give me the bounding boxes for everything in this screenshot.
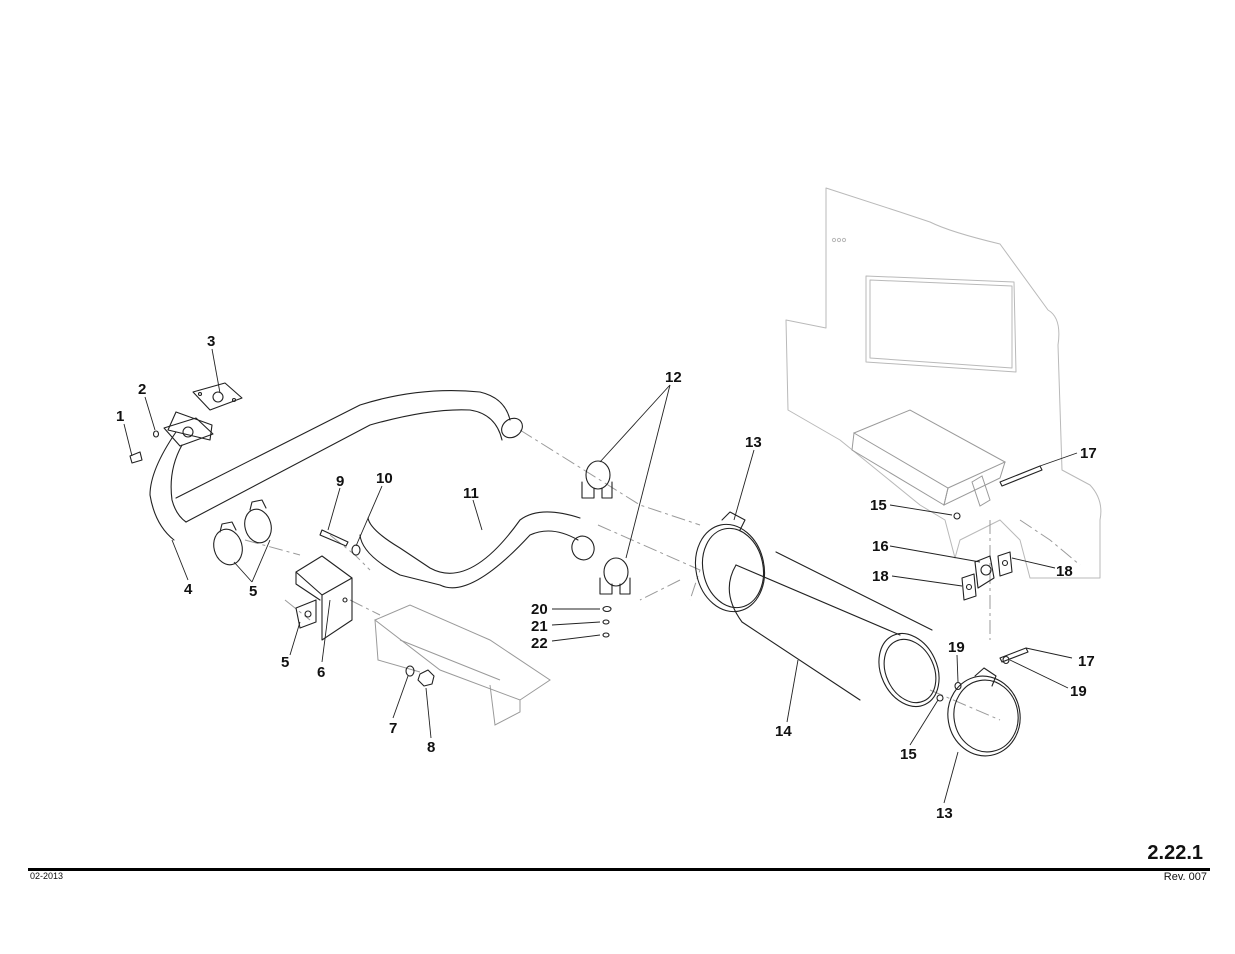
flange-washer xyxy=(152,430,160,438)
revision-date: 02-2013 xyxy=(30,871,64,881)
callout-19a: 19 xyxy=(948,639,965,656)
callout-17a: 17 xyxy=(1080,445,1097,462)
callout-13b: 13 xyxy=(936,805,953,822)
pipe-clamps xyxy=(213,499,272,566)
hex-nut xyxy=(417,669,435,687)
mount-base-bracket xyxy=(374,604,551,726)
assembly-centerlines xyxy=(244,429,1081,721)
bracket-washer xyxy=(351,544,361,556)
cap-screw xyxy=(999,465,1043,663)
callout-21: 21 xyxy=(531,618,548,635)
callout-1: 1 xyxy=(116,408,124,425)
callout-9: 9 xyxy=(336,473,344,490)
connecting-pipe xyxy=(359,511,595,589)
callout-4: 4 xyxy=(184,581,193,598)
leader-lines xyxy=(123,348,1078,804)
lock-washer xyxy=(405,665,415,677)
bracket-bolt xyxy=(319,529,349,547)
nut xyxy=(936,512,961,702)
callout-15a: 15 xyxy=(870,497,887,514)
callout-labels: 1 2 3 4 5 5 6 7 8 9 10 11 12 13 13 14 15… xyxy=(116,333,1097,822)
cab-panel-outline xyxy=(785,187,1102,579)
callout-12: 12 xyxy=(665,369,682,386)
flange-gasket xyxy=(192,382,243,411)
callout-15b: 15 xyxy=(900,746,917,763)
isolator-bracket xyxy=(961,551,1013,601)
footer-rule xyxy=(28,868,1210,871)
callout-20: 20 xyxy=(531,601,548,618)
callout-18a: 18 xyxy=(872,568,889,585)
callout-17b: 17 xyxy=(1078,653,1095,670)
callout-19b: 19 xyxy=(1070,683,1087,700)
callout-5a: 5 xyxy=(249,583,257,600)
callout-7: 7 xyxy=(389,720,397,737)
rubber-isolator xyxy=(974,555,995,589)
muffler-band-clamp-upper xyxy=(694,511,766,613)
flange-bolt xyxy=(129,451,143,464)
muffler-bracket xyxy=(295,555,353,641)
callout-10: 10 xyxy=(376,470,393,487)
callout-8: 8 xyxy=(427,739,435,756)
exhaust-pipe xyxy=(149,390,523,541)
callout-16: 16 xyxy=(872,538,889,555)
muffler-band-clamp-lower xyxy=(947,667,1021,757)
callout-18b: 18 xyxy=(1056,563,1073,580)
callout-5b: 5 xyxy=(281,654,289,671)
flange xyxy=(163,417,214,447)
battery-tray xyxy=(851,409,1007,507)
page-number: 2.22.1 xyxy=(1147,842,1203,864)
callout-2: 2 xyxy=(138,381,146,398)
washer xyxy=(954,655,1010,691)
callout-3: 3 xyxy=(207,333,215,350)
callout-13a: 13 xyxy=(745,434,762,451)
u-bolt-clamps xyxy=(581,460,631,595)
muffler xyxy=(728,551,940,707)
callout-6: 6 xyxy=(317,664,325,681)
callout-22: 22 xyxy=(531,635,548,652)
callout-14: 14 xyxy=(775,723,792,740)
callout-11: 11 xyxy=(463,485,479,502)
revision-label: Rev. 007 xyxy=(1163,871,1207,883)
clamp-hardware xyxy=(602,605,612,638)
